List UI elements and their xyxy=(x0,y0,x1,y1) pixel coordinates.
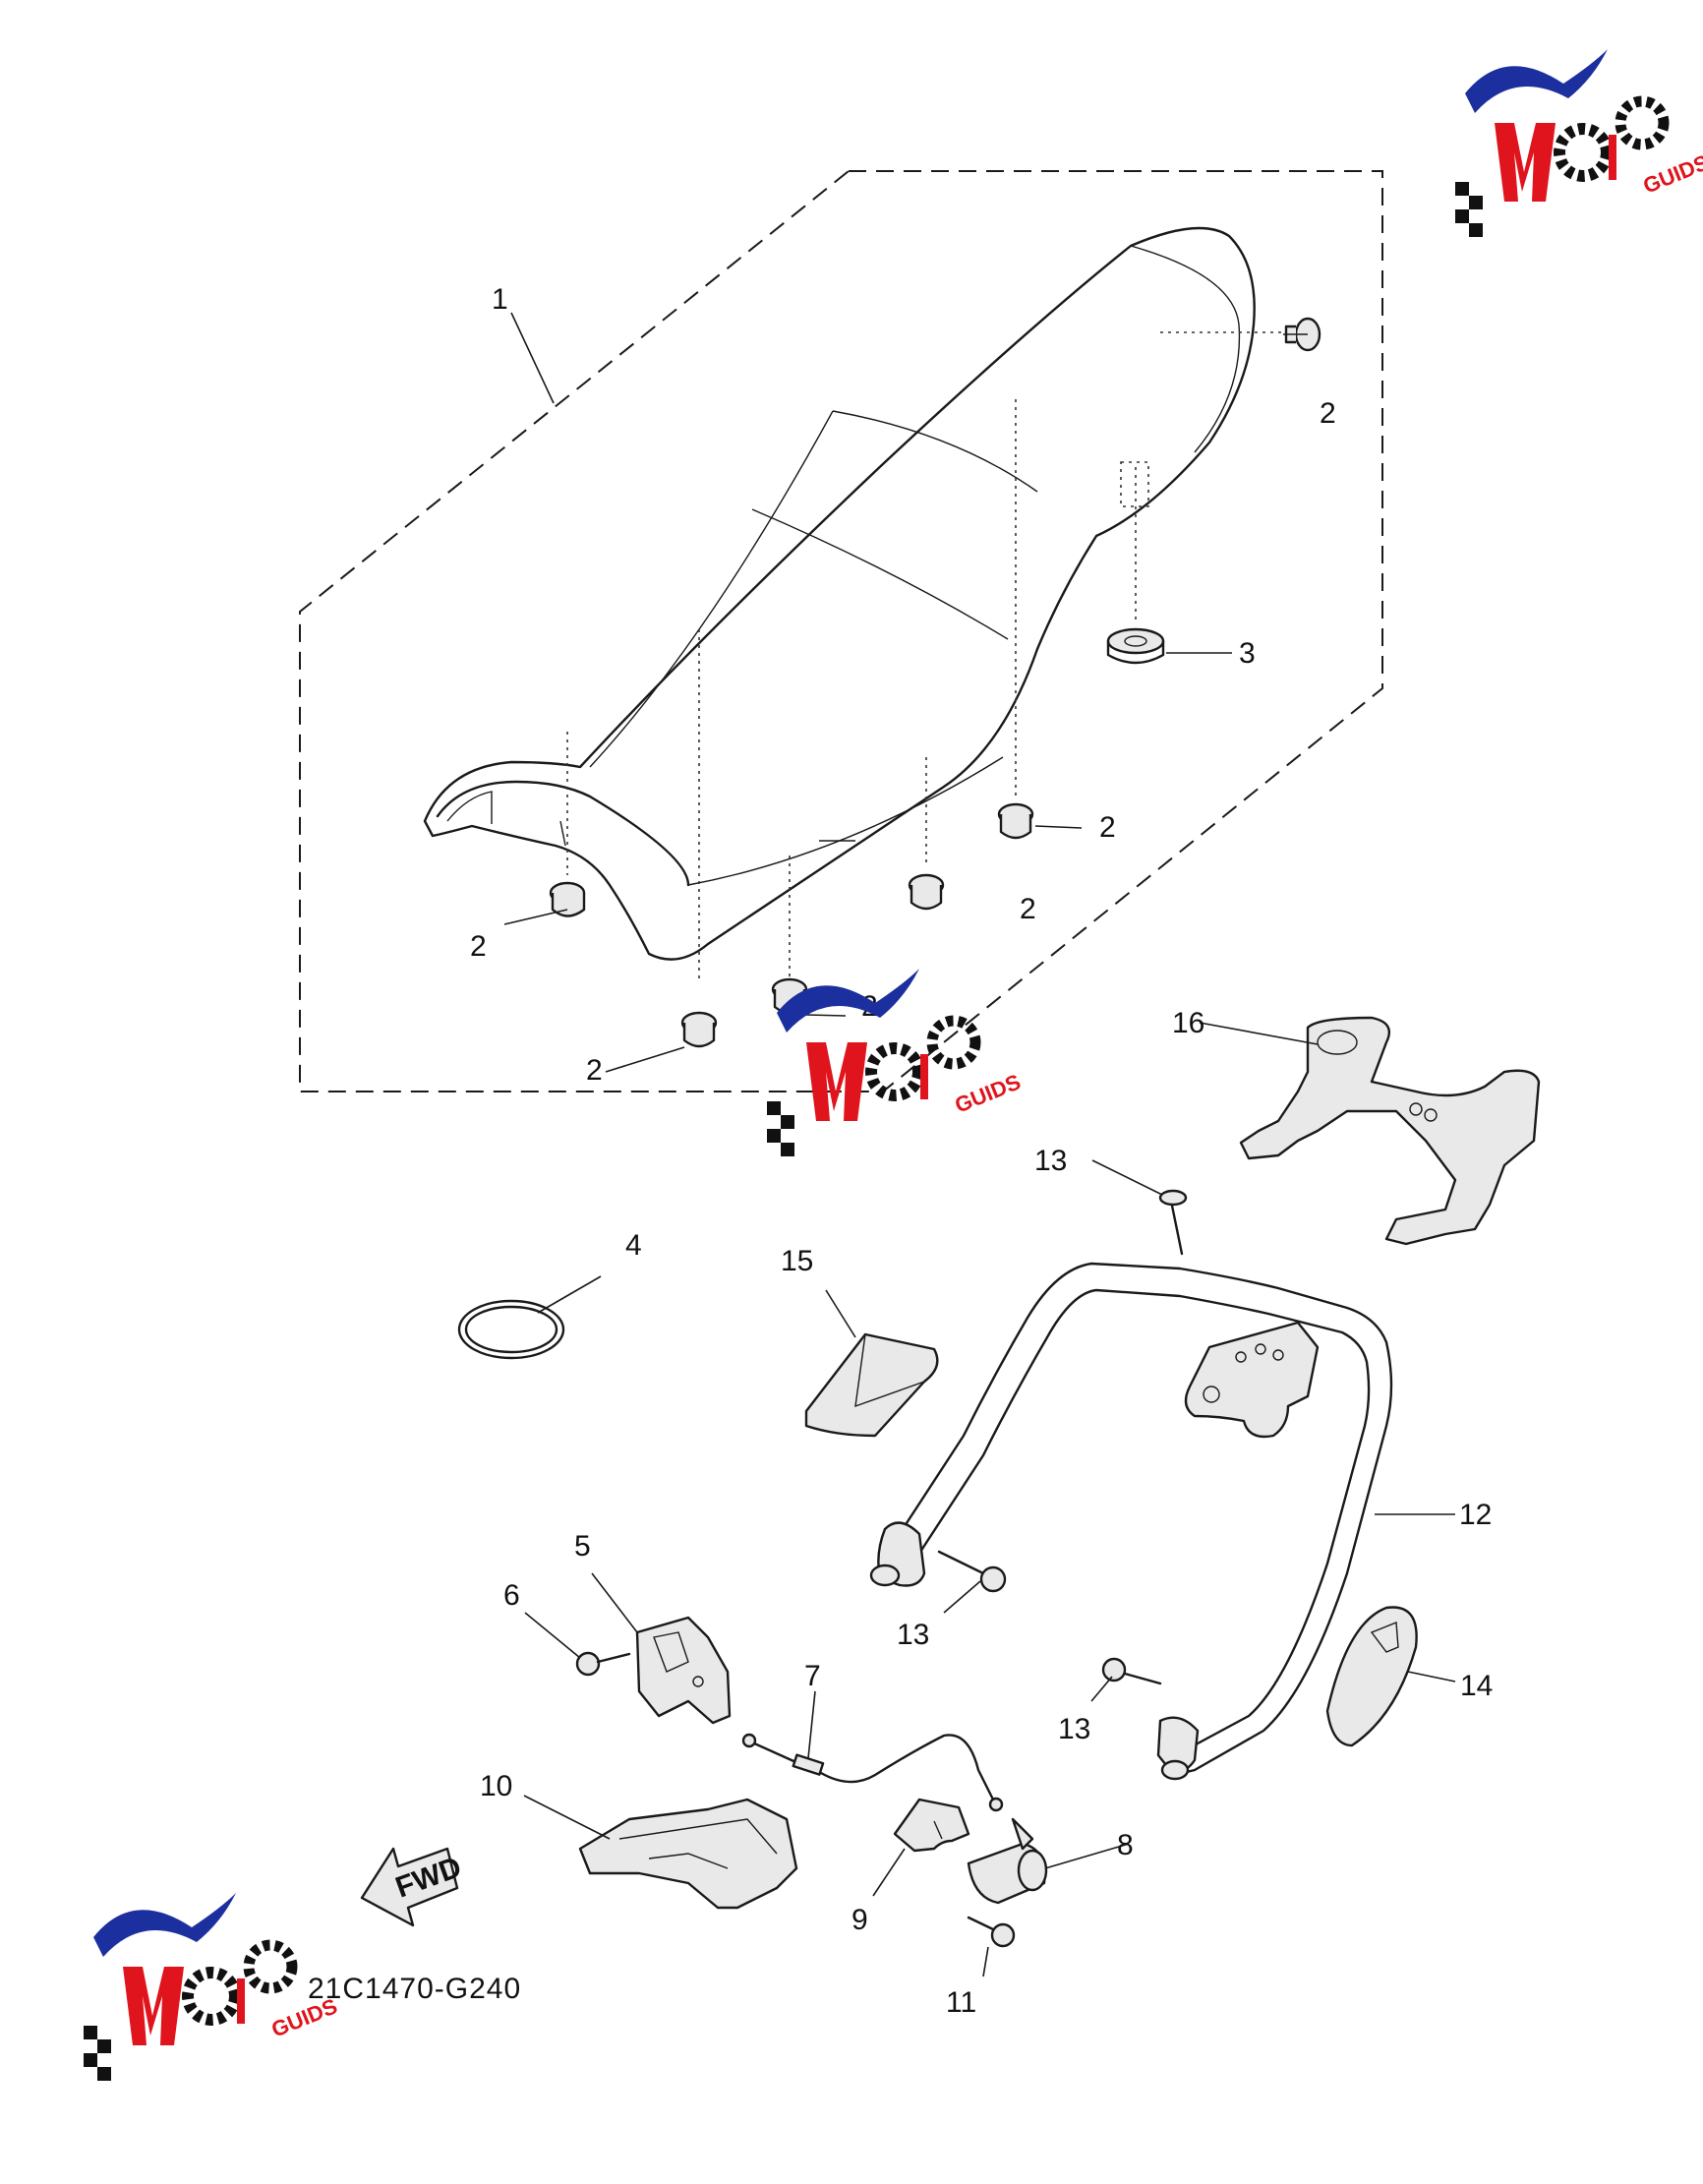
callout-12: 12 xyxy=(1459,1499,1492,1531)
callout-13: 13 xyxy=(1034,1145,1067,1177)
callout-13: 13 xyxy=(1058,1713,1090,1745)
callout-5: 5 xyxy=(574,1530,591,1563)
callout-2: 2 xyxy=(1020,893,1036,925)
lock-cylinder xyxy=(967,1817,1048,1905)
bolt xyxy=(1158,1189,1188,1256)
callout-14: 14 xyxy=(1460,1670,1493,1702)
lock-holder xyxy=(893,1798,970,1853)
grommet xyxy=(549,881,586,917)
damper xyxy=(1106,627,1165,665)
callout-2: 2 xyxy=(1320,397,1336,430)
seat-lock xyxy=(635,1616,732,1725)
callout-6: 6 xyxy=(503,1579,520,1612)
bolt xyxy=(1101,1657,1162,1685)
callout-8: 8 xyxy=(1117,1829,1134,1861)
callout-9: 9 xyxy=(852,1904,868,1936)
tray xyxy=(578,1798,798,1910)
bolt xyxy=(937,1550,1007,1593)
fwd-arrow: FWD xyxy=(360,1847,466,1927)
callout-13: 13 xyxy=(897,1619,929,1651)
callout-2: 2 xyxy=(470,930,487,963)
o-ring xyxy=(457,1299,565,1360)
cable xyxy=(741,1733,1004,1812)
watermark-logo xyxy=(84,1893,340,2081)
grommet xyxy=(997,802,1034,840)
callout-3: 3 xyxy=(1239,637,1256,670)
callout-10: 10 xyxy=(480,1770,512,1802)
callout-15: 15 xyxy=(781,1245,813,1277)
callout-7: 7 xyxy=(804,1660,821,1692)
callout-4: 4 xyxy=(625,1229,642,1262)
cover xyxy=(1325,1606,1418,1747)
screw xyxy=(967,1916,1016,1948)
grab-bar xyxy=(869,1262,1393,1781)
pad xyxy=(804,1332,939,1438)
grommet xyxy=(908,873,945,911)
callout-2: 2 xyxy=(1099,811,1116,844)
seat xyxy=(423,226,1256,961)
callout-1: 1 xyxy=(492,283,508,316)
callout-2: 2 xyxy=(586,1054,603,1087)
callout-11: 11 xyxy=(946,1986,976,2019)
seat-assembly-boundary xyxy=(299,170,1383,1092)
grommet xyxy=(680,1011,718,1048)
seat-bracket xyxy=(1239,1016,1541,1246)
lock-bolt xyxy=(575,1651,631,1677)
watermark-logo xyxy=(1455,49,1703,237)
watermark-logo xyxy=(767,969,1024,1156)
callout-16: 16 xyxy=(1172,1007,1204,1039)
part-code: 21C1470-G240 xyxy=(308,1973,521,2005)
